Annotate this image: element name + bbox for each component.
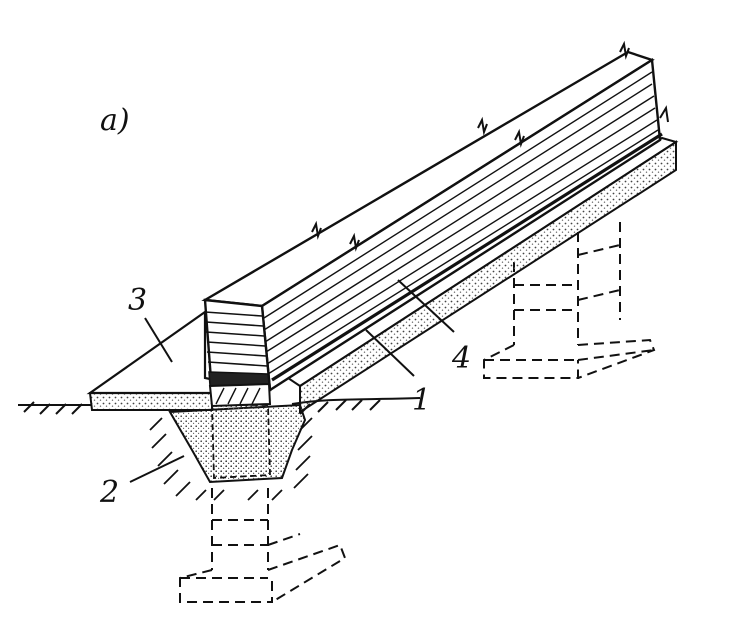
beam-end-layers bbox=[204, 311, 268, 367]
leader-lines bbox=[129, 279, 455, 483]
beam-side-lines bbox=[263, 71, 659, 375]
beam-end-base bbox=[208, 382, 272, 408]
beam-end-base-hatch bbox=[215, 387, 261, 405]
panel-label: а) bbox=[100, 103, 130, 138]
blind-area-slab-top bbox=[86, 309, 217, 395]
left-column-footing bbox=[179, 488, 347, 603]
break-marks bbox=[311, 40, 669, 252]
blind-area-slab-edge bbox=[88, 392, 213, 411]
waterproofing-layer bbox=[271, 132, 663, 382]
callout-4: 4 bbox=[451, 341, 471, 376]
callout-1: 1 bbox=[412, 383, 431, 418]
trench-cavity bbox=[211, 404, 271, 479]
sand-cushion-side bbox=[299, 140, 677, 414]
callout-2: 2 bbox=[99, 475, 119, 510]
right-column-footing bbox=[483, 222, 656, 379]
callout-3: 3 bbox=[128, 283, 147, 318]
trench-hatching bbox=[149, 417, 313, 501]
